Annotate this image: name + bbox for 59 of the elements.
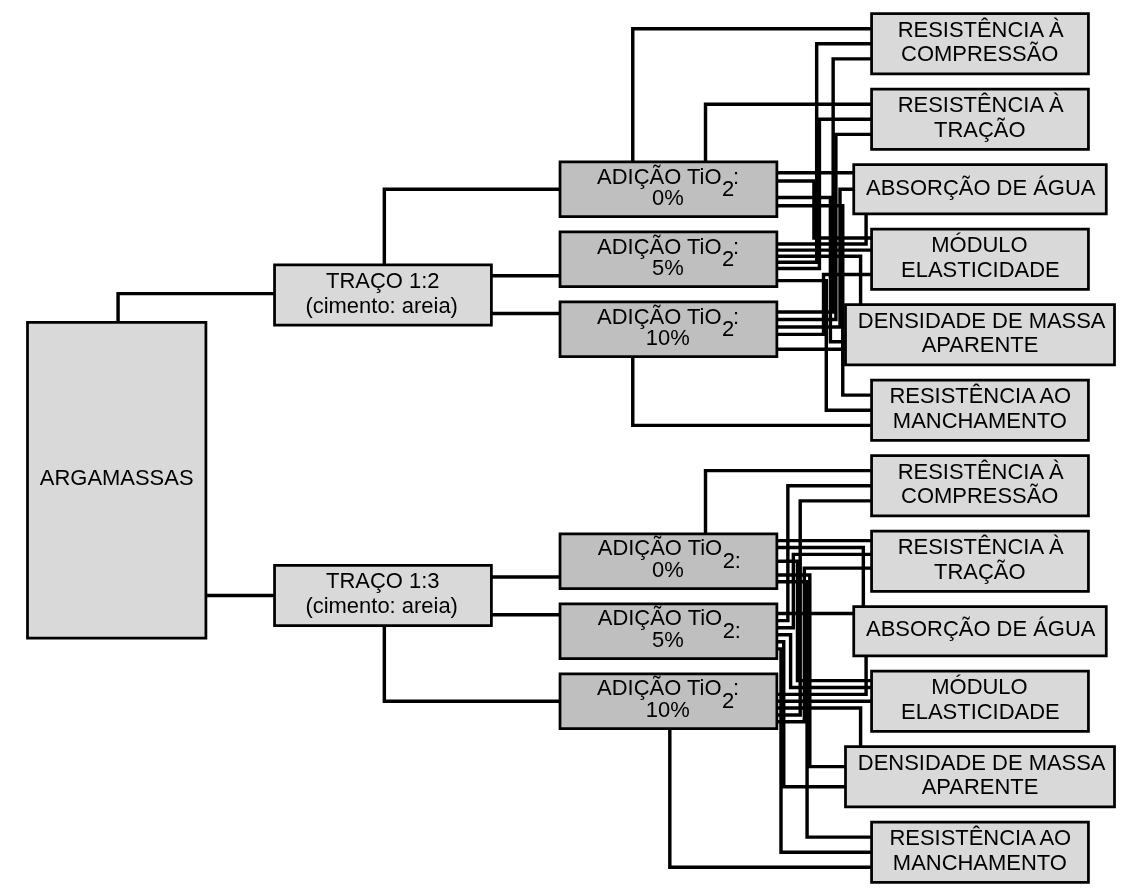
connector — [777, 573, 846, 769]
connector — [777, 187, 854, 329]
connector — [777, 552, 872, 630]
connector — [777, 559, 872, 683]
node-box: RESISTÊNCIA AO MANCHAMENTO — [870, 378, 1090, 442]
node-box: DENSIDADE DE MASSA APARENTE — [844, 745, 1116, 809]
connector — [631, 357, 872, 428]
node-box: RESISTÊNCIA AO MANCHAMENTO — [870, 820, 1090, 884]
connector — [491, 613, 560, 617]
node-box: ARGAMASSAS — [26, 321, 208, 640]
connector — [776, 195, 846, 344]
connector — [777, 580, 872, 839]
node-box: TRAÇO 1:3 (cimento: areia) — [273, 563, 493, 628]
connector — [206, 593, 275, 598]
connector — [776, 248, 872, 252]
connector — [491, 274, 560, 278]
connector — [776, 171, 854, 175]
connector — [703, 468, 872, 534]
node-box: RESISTÊNCIA À TRAÇÃO — [870, 529, 1090, 593]
node-box: TRAÇO 1:2 (cimento: areia) — [273, 263, 493, 327]
connector — [777, 132, 872, 322]
connector — [776, 699, 872, 703]
connector — [777, 640, 846, 789]
connector — [777, 656, 868, 697]
connector — [776, 117, 872, 271]
connector — [668, 729, 872, 869]
node-box: RESISTÊNCIA À TRAÇÃO — [870, 87, 1090, 151]
connector — [777, 545, 866, 607]
connector — [491, 575, 560, 579]
connector — [382, 187, 560, 265]
connector — [777, 179, 872, 240]
connector — [777, 204, 872, 397]
connector — [776, 42, 872, 265]
connector — [491, 311, 560, 316]
connector — [116, 291, 275, 323]
connector — [777, 278, 872, 412]
connector — [777, 272, 872, 337]
node-box: RESISTÊNCIA À COMPRESSÃO — [870, 12, 1090, 76]
connector — [776, 57, 872, 314]
node-box: RESISTÊNCIA À COMPRESSÃO — [870, 454, 1090, 518]
connector — [777, 647, 872, 854]
connector — [777, 499, 872, 717]
node-box: ABSORÇÃO DE ÁGUA — [852, 163, 1108, 216]
node-box: DENSIDADE DE MASSA APARENTE — [844, 303, 1116, 367]
connector — [776, 706, 863, 747]
connector — [631, 27, 872, 162]
connector — [776, 611, 854, 616]
connector — [776, 538, 872, 543]
connector — [777, 484, 872, 623]
connector — [776, 347, 845, 351]
node-box: MÓDULO ELASTICIDADE — [870, 669, 1090, 733]
node-box: MÓDULO ELASTICIDADE — [870, 227, 1090, 291]
connector — [703, 102, 872, 162]
connector — [777, 633, 872, 690]
node-box: ABSORÇÃO DE ÁGUA — [852, 605, 1108, 658]
connector — [382, 626, 560, 703]
connector — [777, 214, 868, 246]
connector — [777, 566, 872, 724]
connector — [776, 254, 863, 305]
